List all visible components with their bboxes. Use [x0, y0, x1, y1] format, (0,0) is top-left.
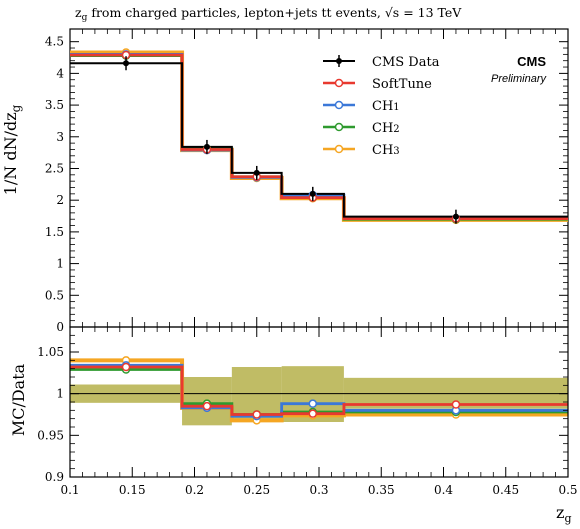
upper-y-tick-label: 1.5: [45, 225, 64, 239]
x-tick-label: 0.15: [119, 483, 146, 497]
experiment-label: CMS: [517, 54, 546, 69]
x-tick-label: 0.3: [309, 483, 328, 497]
upper-y-axis-title: 1/N dN/dzg: [1, 104, 23, 195]
x-tick-labels: 0.1 0.15 0.2 0.25 0.3 0.35 0.4 0.45 0.5: [60, 483, 577, 497]
x-tick-label: 0.2: [185, 483, 204, 497]
legend-entry-softtune: SoftTune: [323, 77, 432, 92]
x-tick-label: 0.25: [243, 483, 270, 497]
ratio-point-ch1: [308, 399, 318, 408]
data-point-cms-data: [253, 169, 260, 176]
upper-panel: 0 0.5 1 1.5 2 2.5 3 3.5 4 4.5 CMS Data SoftTune C…: [1, 28, 569, 334]
upper-x-ticks: [69, 29, 569, 327]
ratio-point-softtune: [252, 410, 261, 419]
lower-panel: 0.9 0.95 1 1.05 MC/Data: [9, 326, 569, 484]
upper-y-tick-label: 4.5: [45, 35, 64, 49]
ratio-point-softtune: [451, 400, 461, 409]
legend-label-ch2: CH2: [372, 121, 400, 136]
legend-entry-ch3: CH3: [323, 143, 400, 158]
ratio-point-softtune: [202, 401, 212, 411]
legend-entry-cms-data: CMS Data: [323, 55, 440, 70]
legend-label-softtune: SoftTune: [372, 77, 432, 92]
lower-y-tick-label: 1: [56, 387, 64, 401]
upper-y-tick-label: 1: [56, 257, 64, 271]
legend-label-ch3: CH3: [372, 143, 400, 158]
legend-entry-ch2: CH2: [323, 121, 400, 136]
upper-y-tick-label: 2.5: [45, 161, 64, 175]
x-tick-label: 0.35: [368, 483, 395, 497]
legend-entry-ch1: CH1: [323, 99, 400, 114]
ratio-markers: [121, 356, 461, 425]
upper-y-tick-label: 0.5: [45, 288, 64, 302]
lower-y-tick-label: 0.95: [37, 428, 64, 442]
x-tick-label: 0.5: [558, 483, 577, 497]
status-label: Preliminary: [491, 73, 548, 85]
upper-y-tick-label: 0: [56, 320, 64, 334]
upper-y-ticks: 0 0.5 1 1.5 2 2.5 3 3.5 4 4.5: [45, 35, 568, 334]
legend-label-cms-data: CMS Data: [372, 55, 440, 70]
data-point-cms-data: [309, 190, 316, 197]
lower-y-tick-label: 1.05: [37, 345, 64, 359]
ratio-point-softtune: [121, 362, 131, 372]
lower-y-ticks: 0.9 0.95 1 1.05: [37, 334, 568, 484]
upper-y-tick-label: 2: [56, 193, 64, 207]
upper-y-tick-label: 3.5: [45, 98, 64, 112]
histogram-cms-data: [70, 62, 568, 218]
lower-y-axis-title: MC/Data: [9, 363, 28, 436]
data-point-cms-data: [203, 143, 210, 150]
lower-x-ticks: [69, 327, 569, 477]
x-tick-label: 0.1: [60, 483, 79, 497]
data-point-cms-data: [452, 213, 459, 220]
upper-markers: [121, 48, 461, 225]
lower-panel-frame: [69, 326, 569, 478]
ratio-point-softtune: [308, 409, 318, 418]
lower-y-tick-label: 0.9: [45, 470, 64, 484]
legend: CMS Data SoftTune CH1 CH2 CH3: [323, 55, 440, 158]
x-tick-label: 0.4: [434, 483, 453, 497]
chart-title: zg from charged particles, lepton+jets t…: [75, 5, 462, 23]
upper-y-tick-label: 3: [56, 130, 64, 144]
x-axis-title: zg: [556, 503, 571, 525]
x-tick-label: 0.45: [492, 483, 519, 497]
data-point-cms-data: [123, 60, 130, 67]
upper-y-tick-label: 4: [56, 66, 64, 80]
legend-label-ch1: CH1: [372, 99, 400, 114]
